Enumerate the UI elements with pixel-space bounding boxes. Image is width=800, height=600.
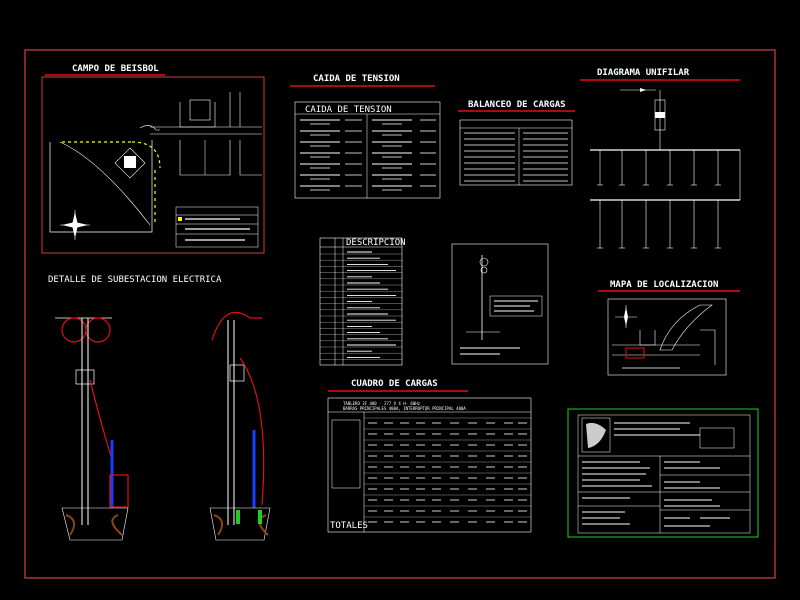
single-line-diagram-section: DIAGRAMA UNIFILAR [580, 68, 741, 249]
title-block-text-lines [582, 422, 730, 527]
single-line-branches [597, 150, 721, 249]
load-schedule-section: CUADRO DE CARGAS TABLERO 3F 480 - 277 V … [327, 379, 532, 533]
panel-rating-line2: BARRAS PRINCIPALES 400A, INTERRUPTOR PRI… [343, 406, 466, 411]
descripcion-title: DESCRIPCION [346, 238, 406, 248]
campo-beisbol-title: CAMPO DE BEISBOL [72, 64, 159, 74]
panel-rating-line1: TABLERO 3F 480 - 277 V 4 H- 60Hz [343, 401, 421, 406]
description-section: DESCRIPCION [319, 237, 406, 366]
panel-board-symbol [331, 419, 361, 489]
voltage-drop-table-header: CAIDA DE TENSION [305, 105, 392, 115]
map-north-arrow-icon [615, 305, 637, 328]
pole-detail-drawing [451, 243, 549, 365]
cuadro-cargas-title: CUADRO DE CARGAS [351, 379, 438, 389]
baseball-field-frame [41, 76, 265, 254]
site-marker [625, 347, 645, 359]
load-schedule-grid [364, 417, 531, 523]
voltage-drop-section: CAIDA DE TENSION CAIDA DE TENSION [290, 74, 441, 199]
detalle-subestacion-title: DETALLE DE SUBESTACION ELECTRICA [48, 275, 222, 285]
totales-label: TOTALES [330, 521, 368, 531]
substation-pole-front [55, 317, 129, 541]
north-arrow-icon [60, 210, 90, 240]
substation-detail-section: DETALLE DE SUBESTACION ELECTRICA [48, 275, 271, 541]
sheet-border [24, 49, 776, 579]
diagrama-unifilar-title: DIAGRAMA UNIFILAR [597, 68, 690, 78]
location-map-frame [607, 298, 727, 376]
description-rows [320, 251, 402, 360]
load-schedule-table [327, 397, 532, 533]
substation-pole-side [209, 312, 271, 541]
seal-icon [699, 427, 735, 449]
voltage-drop-table [294, 101, 441, 199]
baseball-field-section: CAMPO DE BEISBOL [41, 64, 265, 254]
description-table [319, 237, 403, 366]
field-legend [175, 206, 259, 248]
home-plate-box [124, 156, 136, 168]
title-block-frame [567, 408, 759, 538]
balanceo-cargas-title: BALANCEO DE CARGAS [468, 100, 566, 110]
load-balance-grid [464, 132, 568, 182]
caida-tension-title: CAIDA DE TENSION [313, 74, 400, 84]
load-balance-section: BALANCEO DE CARGAS [458, 100, 575, 186]
mapa-localizacion-title: MAPA DE LOCALIZACION [610, 280, 718, 290]
voltage-drop-rows [300, 119, 436, 191]
load-balance-table [459, 119, 573, 186]
title-block [567, 408, 759, 538]
company-logo-icon [581, 417, 611, 453]
location-map-section: MAPA DE LOCALIZACION [598, 280, 740, 376]
